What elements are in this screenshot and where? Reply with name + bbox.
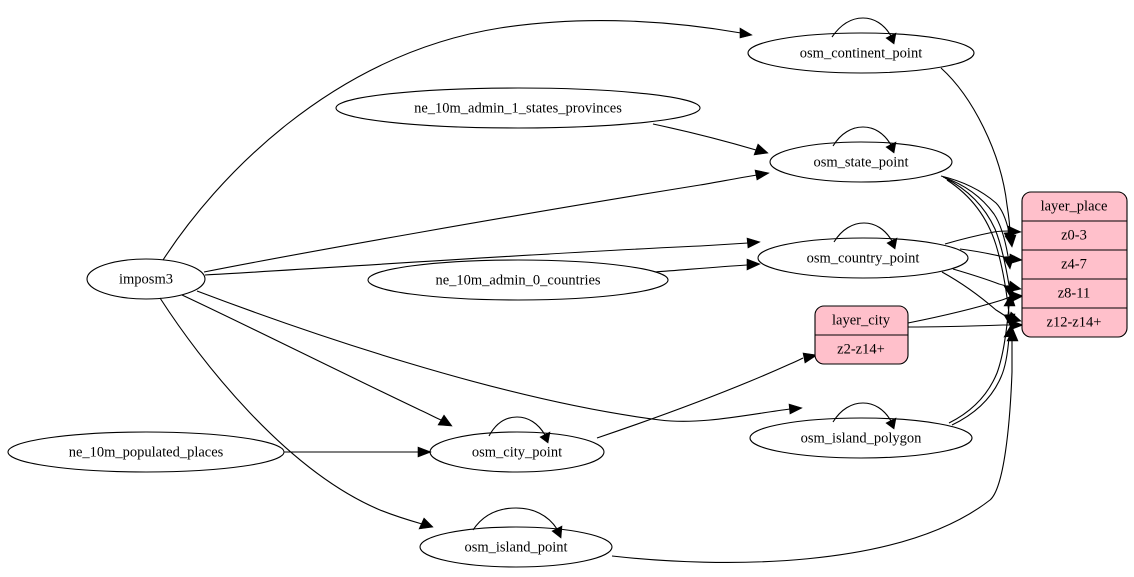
edge-osm-state-point-to-layer-place-z8-11 xyxy=(944,177,1010,286)
arrowhead-imposm3-osm-island-polygon xyxy=(788,403,803,415)
arrowhead-ne-states-osm-state-point xyxy=(753,143,769,156)
node-osm-state-point-label: osm_state_point xyxy=(813,154,908,170)
layer-place-box[interactable] xyxy=(1021,191,1128,338)
node-osm-state-point-shape[interactable] xyxy=(769,141,953,183)
node-osm-continent-point-label: osm_continent_point xyxy=(800,45,922,61)
edge-osm-country-point-to-layer-place-z12-z14 xyxy=(941,271,1010,319)
node-osm-state-point[interactable]: osm_state_point xyxy=(769,141,953,183)
edge-ne-states-to-osm-state-point xyxy=(652,123,757,151)
edge-osm-state-point-to-layer-place-z12-z14 xyxy=(946,179,1010,315)
arrowhead-self-osm-island-point xyxy=(551,525,563,539)
edge-imposm3-to-osm-country-point xyxy=(204,242,749,276)
node-osm-island-point[interactable]: osm_island_point xyxy=(419,526,613,568)
node-layer-place[interactable]: layer_place z0-3 z4-7 z8-11 z12-z14+ xyxy=(1021,191,1128,338)
node-osm-city-point[interactable]: osm_city_point xyxy=(429,431,605,473)
arrowhead-self-osm-state-point xyxy=(885,141,897,154)
arrowhead-island-point-z12-z14 xyxy=(1006,328,1019,342)
arrowhead-imposm3-osm-island-point xyxy=(418,517,434,530)
edge-layer-city-to-layer-place-z8-11 xyxy=(907,296,1011,324)
node-ne-countries-label: ne_10m_admin_0_countries xyxy=(435,272,600,288)
arrowhead-self-osm-island-polygon xyxy=(885,417,897,430)
node-osm-continent-point-shape[interactable] xyxy=(747,32,975,74)
node-osm-city-point-shape[interactable] xyxy=(429,431,605,473)
edge-osm-continent-point-to-layer-place-z0-3 xyxy=(940,67,1011,237)
node-osm-island-polygon-label: osm_island_polygon xyxy=(801,430,923,446)
edge-osm-country-point-to-layer-place-z0-3 xyxy=(944,230,1010,245)
edge-self-osm-country-point xyxy=(833,222,893,243)
edge-osm-state-point-to-layer-place-z0-3 xyxy=(940,175,1010,233)
node-osm-island-point-label: osm_island_point xyxy=(464,539,567,555)
arrowhead-self-osm-continent-point xyxy=(885,32,897,45)
edge-self-osm-state-point xyxy=(832,126,892,147)
node-ne-populated-shape[interactable] xyxy=(7,431,285,473)
edge-imposm3-to-osm-state-point xyxy=(203,174,758,273)
node-ne-states-label: ne_10m_admin_1_states_provinces xyxy=(414,100,622,116)
node-osm-country-point-shape[interactable] xyxy=(757,237,969,279)
edge-self-osm-island-polygon xyxy=(832,402,892,423)
node-layer-city[interactable]: layer_city z2-z14+ xyxy=(814,305,909,365)
arrowhead-imposm3-osm-city-point xyxy=(437,414,453,427)
node-osm-island-polygon[interactable]: osm_island_polygon xyxy=(749,417,973,459)
arrowhead-country-z8-11 xyxy=(1007,280,1022,293)
edge-osm-country-point-to-layer-place-z4-7 xyxy=(959,248,1011,260)
edge-self-osm-continent-point xyxy=(831,17,892,38)
node-osm-island-point-shape[interactable] xyxy=(419,526,613,568)
node-osm-country-point[interactable]: osm_country_point xyxy=(757,237,969,279)
arrowhead-island-polygon-z8-11 xyxy=(1003,293,1016,307)
arrowhead-imposm3-osm-state-point xyxy=(754,169,770,181)
node-imposm3-shape[interactable] xyxy=(86,258,206,300)
arrowhead-self-osm-country-point xyxy=(886,237,898,250)
edge-self-osm-island-point xyxy=(472,507,558,531)
node-imposm3[interactable]: imposm3 xyxy=(86,258,206,300)
arrowhead-imposm3-osm-country-point xyxy=(746,237,761,249)
node-layer: imposm3 ne_10m_admin_1_states_provinces … xyxy=(7,32,975,568)
node-ne-populated-label: ne_10m_populated_places xyxy=(69,444,224,460)
edge-osm-island-polygon-to-layer-place-z12-z14 xyxy=(951,336,1010,426)
node-osm-city-point-label: osm_city_point xyxy=(472,444,562,460)
arrowhead-self-osm-city-point xyxy=(539,431,551,444)
node-osm-island-polygon-shape[interactable] xyxy=(749,417,973,459)
edge-osm-island-point-to-layer-place-z12-z14 xyxy=(611,341,1013,563)
arrowhead-city-point-layer-city xyxy=(802,352,818,364)
node-ne-10m-admin-0-countries[interactable]: ne_10m_admin_0_countries xyxy=(367,259,669,301)
edge-ne-countries-to-osm-country-point xyxy=(654,264,748,273)
arrowhead-ne-populated-osm-city-point xyxy=(417,446,432,458)
node-imposm3-label: imposm3 xyxy=(119,271,173,287)
arrowhead-layer-city-z12-z14 xyxy=(1009,319,1024,331)
node-ne-10m-admin-1-states-provinces[interactable]: ne_10m_admin_1_states_provinces xyxy=(335,87,701,129)
edge-imposm3-to-osm-city-point xyxy=(181,294,442,421)
edge-imposm3-to-osm-continent-point xyxy=(162,19,742,261)
edge-osm-city-point-to-layer-city-z2-z14 xyxy=(596,357,804,439)
edge-osm-state-point-to-layer-place-z4-7 xyxy=(942,176,1009,257)
edge-imposm3-to-osm-island-point xyxy=(159,297,423,525)
node-ne-states-shape[interactable] xyxy=(335,87,701,129)
node-ne-countries-shape[interactable] xyxy=(367,259,669,301)
edge-layer xyxy=(159,17,1024,563)
node-ne-10m-populated-places[interactable]: ne_10m_populated_places xyxy=(7,431,285,473)
edge-osm-island-polygon-to-layer-place-z8-11 xyxy=(948,305,1010,424)
arrowhead-imposm3-osm-continent-point xyxy=(739,27,753,39)
edge-self-osm-city-point xyxy=(488,416,546,437)
edge-layer-city-to-layer-place-z12-z14 xyxy=(907,324,1010,328)
arrowhead-ne-countries-osm-country-point xyxy=(746,258,761,271)
edge-osm-country-point-to-layer-place-z8-11 xyxy=(952,268,1010,288)
arrowhead-country-z0-3 xyxy=(1007,225,1022,237)
node-osm-country-point-label: osm_country_point xyxy=(807,250,920,266)
edge-imposm3-to-osm-island-polygon xyxy=(196,290,791,422)
node-osm-continent-point[interactable]: osm_continent_point xyxy=(747,32,975,74)
arrowhead-country-z4-7 xyxy=(1008,253,1023,265)
